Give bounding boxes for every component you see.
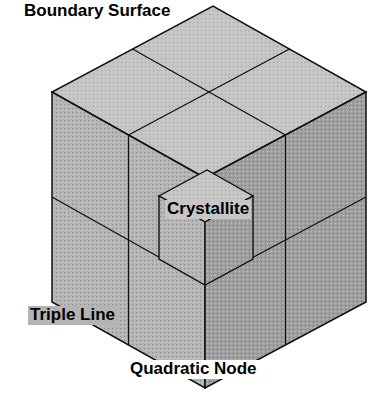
crystallite-label: Crystallite <box>165 200 251 219</box>
triple-line-label: Triple Line <box>28 306 117 325</box>
crystallite-top <box>159 170 253 222</box>
boundary-label: Boundary Surface <box>22 2 172 21</box>
right-face <box>205 92 366 388</box>
grain-boundaries <box>52 49 366 345</box>
quadratic-node-label: Quadratic Node <box>128 360 259 379</box>
left-face <box>52 92 205 388</box>
